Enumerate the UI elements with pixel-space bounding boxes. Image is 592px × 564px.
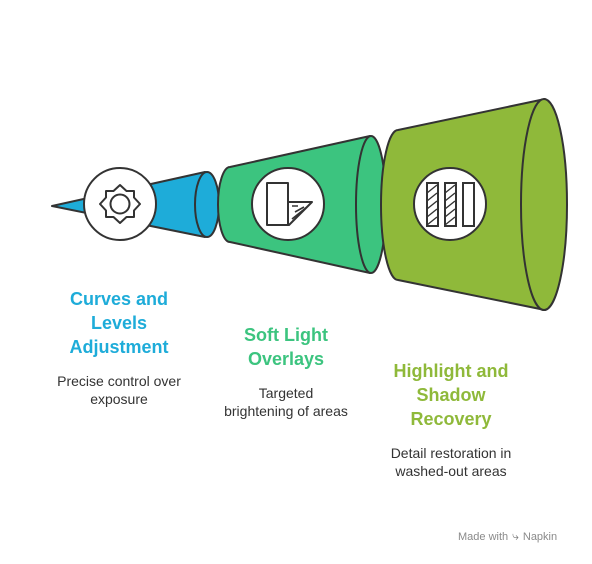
stage-1-description: Precise control over exposure (30, 372, 208, 408)
stage-3-cone (380, 98, 568, 311)
stage-3-title-line: Recovery (410, 409, 492, 429)
stage-2-cone (217, 135, 387, 274)
stage-1-title-line: Levels (90, 313, 148, 333)
napkin-logo-icon: ⤷ (512, 529, 519, 543)
stage-2-title: Soft Light Overlays (206, 323, 366, 371)
made-with-label: Made with (458, 530, 509, 543)
layers-overlay-icon (266, 182, 313, 226)
gear-sun-icon (99, 184, 141, 224)
stage-1-desc-line: exposure (90, 391, 148, 407)
stage-3-description: Detail restoration in washed-out areas (368, 444, 534, 480)
stage-3-title-line: Highlight and (393, 361, 509, 381)
napkin-brand-label: Napkin (522, 530, 558, 543)
stage-2-desc-line: brightening of areas (224, 403, 348, 419)
stage-2-title-line: Overlays (247, 349, 325, 369)
striped-bars-icon (426, 182, 475, 227)
stage-3-title-line: Shadow (416, 385, 486, 405)
stage-2-title-line: Soft Light (244, 325, 328, 345)
stage-1-cone (51, 167, 220, 241)
stage-1-title-line: Curves and (69, 289, 169, 309)
stage-3-title: Highlight and Shadow Recovery (368, 359, 534, 431)
stage-2-desc-line: Targeted (258, 385, 314, 401)
stage-1-desc-line: Precise control over (57, 373, 181, 389)
stage-2-description: Targeted brightening of areas (206, 384, 366, 420)
stage-1-title-line: Adjustment (69, 337, 169, 357)
stage-3-desc-line: washed-out areas (395, 463, 507, 479)
stage-3-desc-line: Detail restoration in (390, 445, 512, 461)
stage-1-title: Curves and Levels Adjustment (40, 287, 198, 359)
made-with-napkin-footer: Made with ⤷ Napkin (458, 529, 557, 544)
